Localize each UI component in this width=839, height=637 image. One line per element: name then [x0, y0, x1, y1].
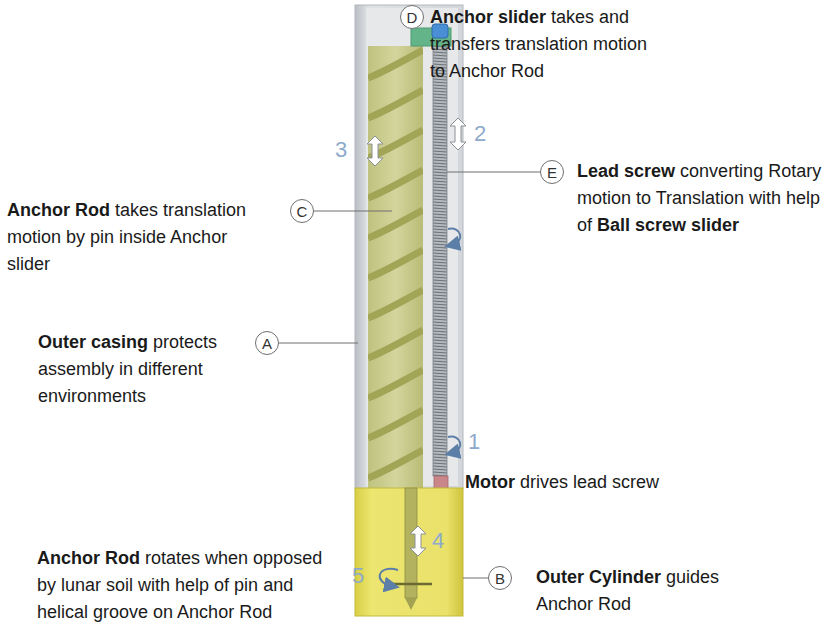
callout-number: 4: [432, 528, 444, 553]
callout-number: 2: [474, 121, 486, 146]
annotation-text: Lead screwconverting Rotary motion to Tr…: [577, 158, 832, 239]
part-letter: C: [297, 204, 308, 219]
callout-number: 3: [335, 137, 347, 163]
annotation-text: Anchor slidertakes and transfers transla…: [430, 4, 658, 85]
annotation-text: Outer Cylinderguides Anchor Rod: [536, 564, 746, 618]
annotation-text: Anchor Rodtakes translation motion by pi…: [7, 197, 262, 278]
callout-number: 3: [335, 137, 347, 162]
annotation-text: Motordrives lead screw: [465, 469, 695, 496]
callout-number: 2: [474, 121, 486, 147]
description-text: drives lead screw: [520, 472, 659, 492]
annotation-text: Anchor Rodrotates when opposed by lunar …: [37, 545, 334, 626]
annotation-text: Outer casingprotects assembly in differe…: [38, 329, 238, 410]
callout-number: 4: [432, 528, 444, 554]
part-letter-circle: C: [290, 199, 314, 223]
part-letter-circle: E: [540, 160, 564, 184]
part-letter: D: [407, 10, 418, 25]
part-letter: E: [547, 165, 557, 180]
callout-number: 5: [352, 563, 364, 589]
part-name: Outer casing: [38, 332, 148, 352]
part-name: Motor: [465, 472, 515, 492]
part-name: Anchor slider: [430, 7, 546, 27]
part-name: Anchor Rod: [37, 548, 140, 568]
part-name: Outer Cylinder: [536, 567, 661, 587]
part-name: Anchor Rod: [7, 200, 110, 220]
callout-number: 5: [352, 563, 364, 588]
part-letter: B: [495, 571, 505, 586]
part-name: Ball screw slider: [597, 215, 739, 235]
callout-number: 1: [468, 429, 480, 455]
part-name: Lead screw: [577, 161, 675, 181]
part-letter: A: [262, 336, 272, 351]
callout-number: 1: [468, 429, 480, 454]
part-letter-circle: B: [488, 566, 512, 590]
part-letter-circle: A: [255, 331, 279, 355]
part-letter-circle: D: [400, 5, 424, 29]
